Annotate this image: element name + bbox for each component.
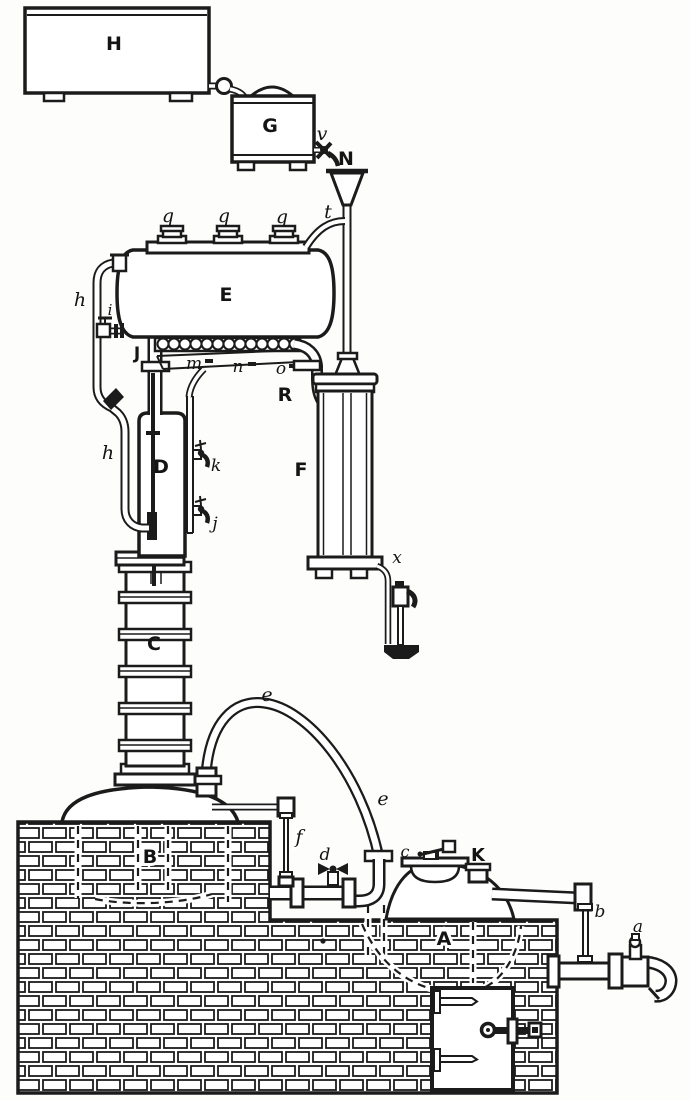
faucet-a <box>620 933 678 1003</box>
pipe-clamp <box>103 388 124 410</box>
condenser-f <box>306 351 384 580</box>
valve-i <box>95 316 124 339</box>
label-h-lower: h <box>102 442 114 464</box>
pipe-h <box>92 258 149 533</box>
label-q3: q <box>276 206 288 228</box>
label-n: n <box>233 357 244 377</box>
valve-v <box>314 140 341 167</box>
tap-k <box>192 439 210 468</box>
label-N: N <box>338 148 354 170</box>
label-x: x <box>392 548 402 568</box>
water-tank-h <box>23 6 211 103</box>
float-rod <box>151 373 155 518</box>
supply-pipe-lower <box>546 952 624 990</box>
label-b: b <box>595 902 606 922</box>
label-D: D <box>153 456 169 478</box>
door-latch <box>479 1017 543 1045</box>
label-m: m <box>186 354 202 374</box>
label-q1: q <box>162 205 174 227</box>
label-H: H <box>106 33 122 55</box>
hidden-vessel-b-dashed <box>74 826 232 907</box>
label-B: B <box>143 846 157 868</box>
label-d: d <box>320 845 331 865</box>
feed-box-g <box>230 85 316 172</box>
port-k <box>464 862 492 884</box>
ball-joint <box>215 77 233 95</box>
pipe-r-flange <box>292 359 322 372</box>
column-c <box>113 556 197 787</box>
label-A: A <box>437 928 452 950</box>
labels: H G v N t q q q E i h J m n o R h D k j … <box>74 33 643 953</box>
label-e-side: e <box>377 788 388 810</box>
manhole-q3 <box>268 224 300 245</box>
label-o: o <box>276 359 286 379</box>
tap-j <box>192 495 210 524</box>
mark-dot <box>320 938 326 944</box>
funnel-n <box>326 168 368 360</box>
label-J: J <box>133 344 140 364</box>
label-f: f <box>293 826 305 848</box>
label-a: a <box>633 917 643 937</box>
valve-d <box>318 863 348 886</box>
label-i: i <box>108 301 113 319</box>
label-j: j <box>208 514 218 534</box>
label-c: c <box>401 842 410 861</box>
connector-h-to-g <box>209 77 250 102</box>
label-k: k <box>211 456 221 476</box>
label-E: E <box>220 284 233 306</box>
label-h-upper: h <box>74 289 86 311</box>
label-G: G <box>262 115 278 137</box>
test-tube-with-taps <box>185 366 210 534</box>
label-e-top: e <box>261 684 272 706</box>
manhole-q2 <box>212 224 244 245</box>
label-F: F <box>295 459 308 481</box>
h-stub <box>111 253 128 273</box>
pipe-j-flange <box>140 360 171 373</box>
pipe-x-test-cock <box>375 562 419 659</box>
label-v: v <box>317 123 328 145</box>
wash-pipe-with-valve-d <box>270 863 357 909</box>
f-base-plate <box>306 555 384 571</box>
label-R: R <box>278 384 293 406</box>
label-C: C <box>147 633 161 655</box>
gauge-tube-b <box>577 903 593 963</box>
vessel-e <box>110 224 336 339</box>
manhole-q1 <box>156 224 188 245</box>
dome-vessel-a <box>384 839 516 921</box>
label-q2: q <box>218 205 230 227</box>
safety-valve <box>417 839 457 860</box>
label-t: t <box>324 201 332 223</box>
beaded-pipe <box>153 336 302 353</box>
label-K: K <box>471 845 486 866</box>
brick-furnace <box>16 820 559 1095</box>
pipe-t <box>302 217 346 250</box>
gauge-glass-f <box>212 796 296 888</box>
furnace-door <box>430 986 543 1092</box>
vapour-arch-pipe-e <box>190 697 394 908</box>
